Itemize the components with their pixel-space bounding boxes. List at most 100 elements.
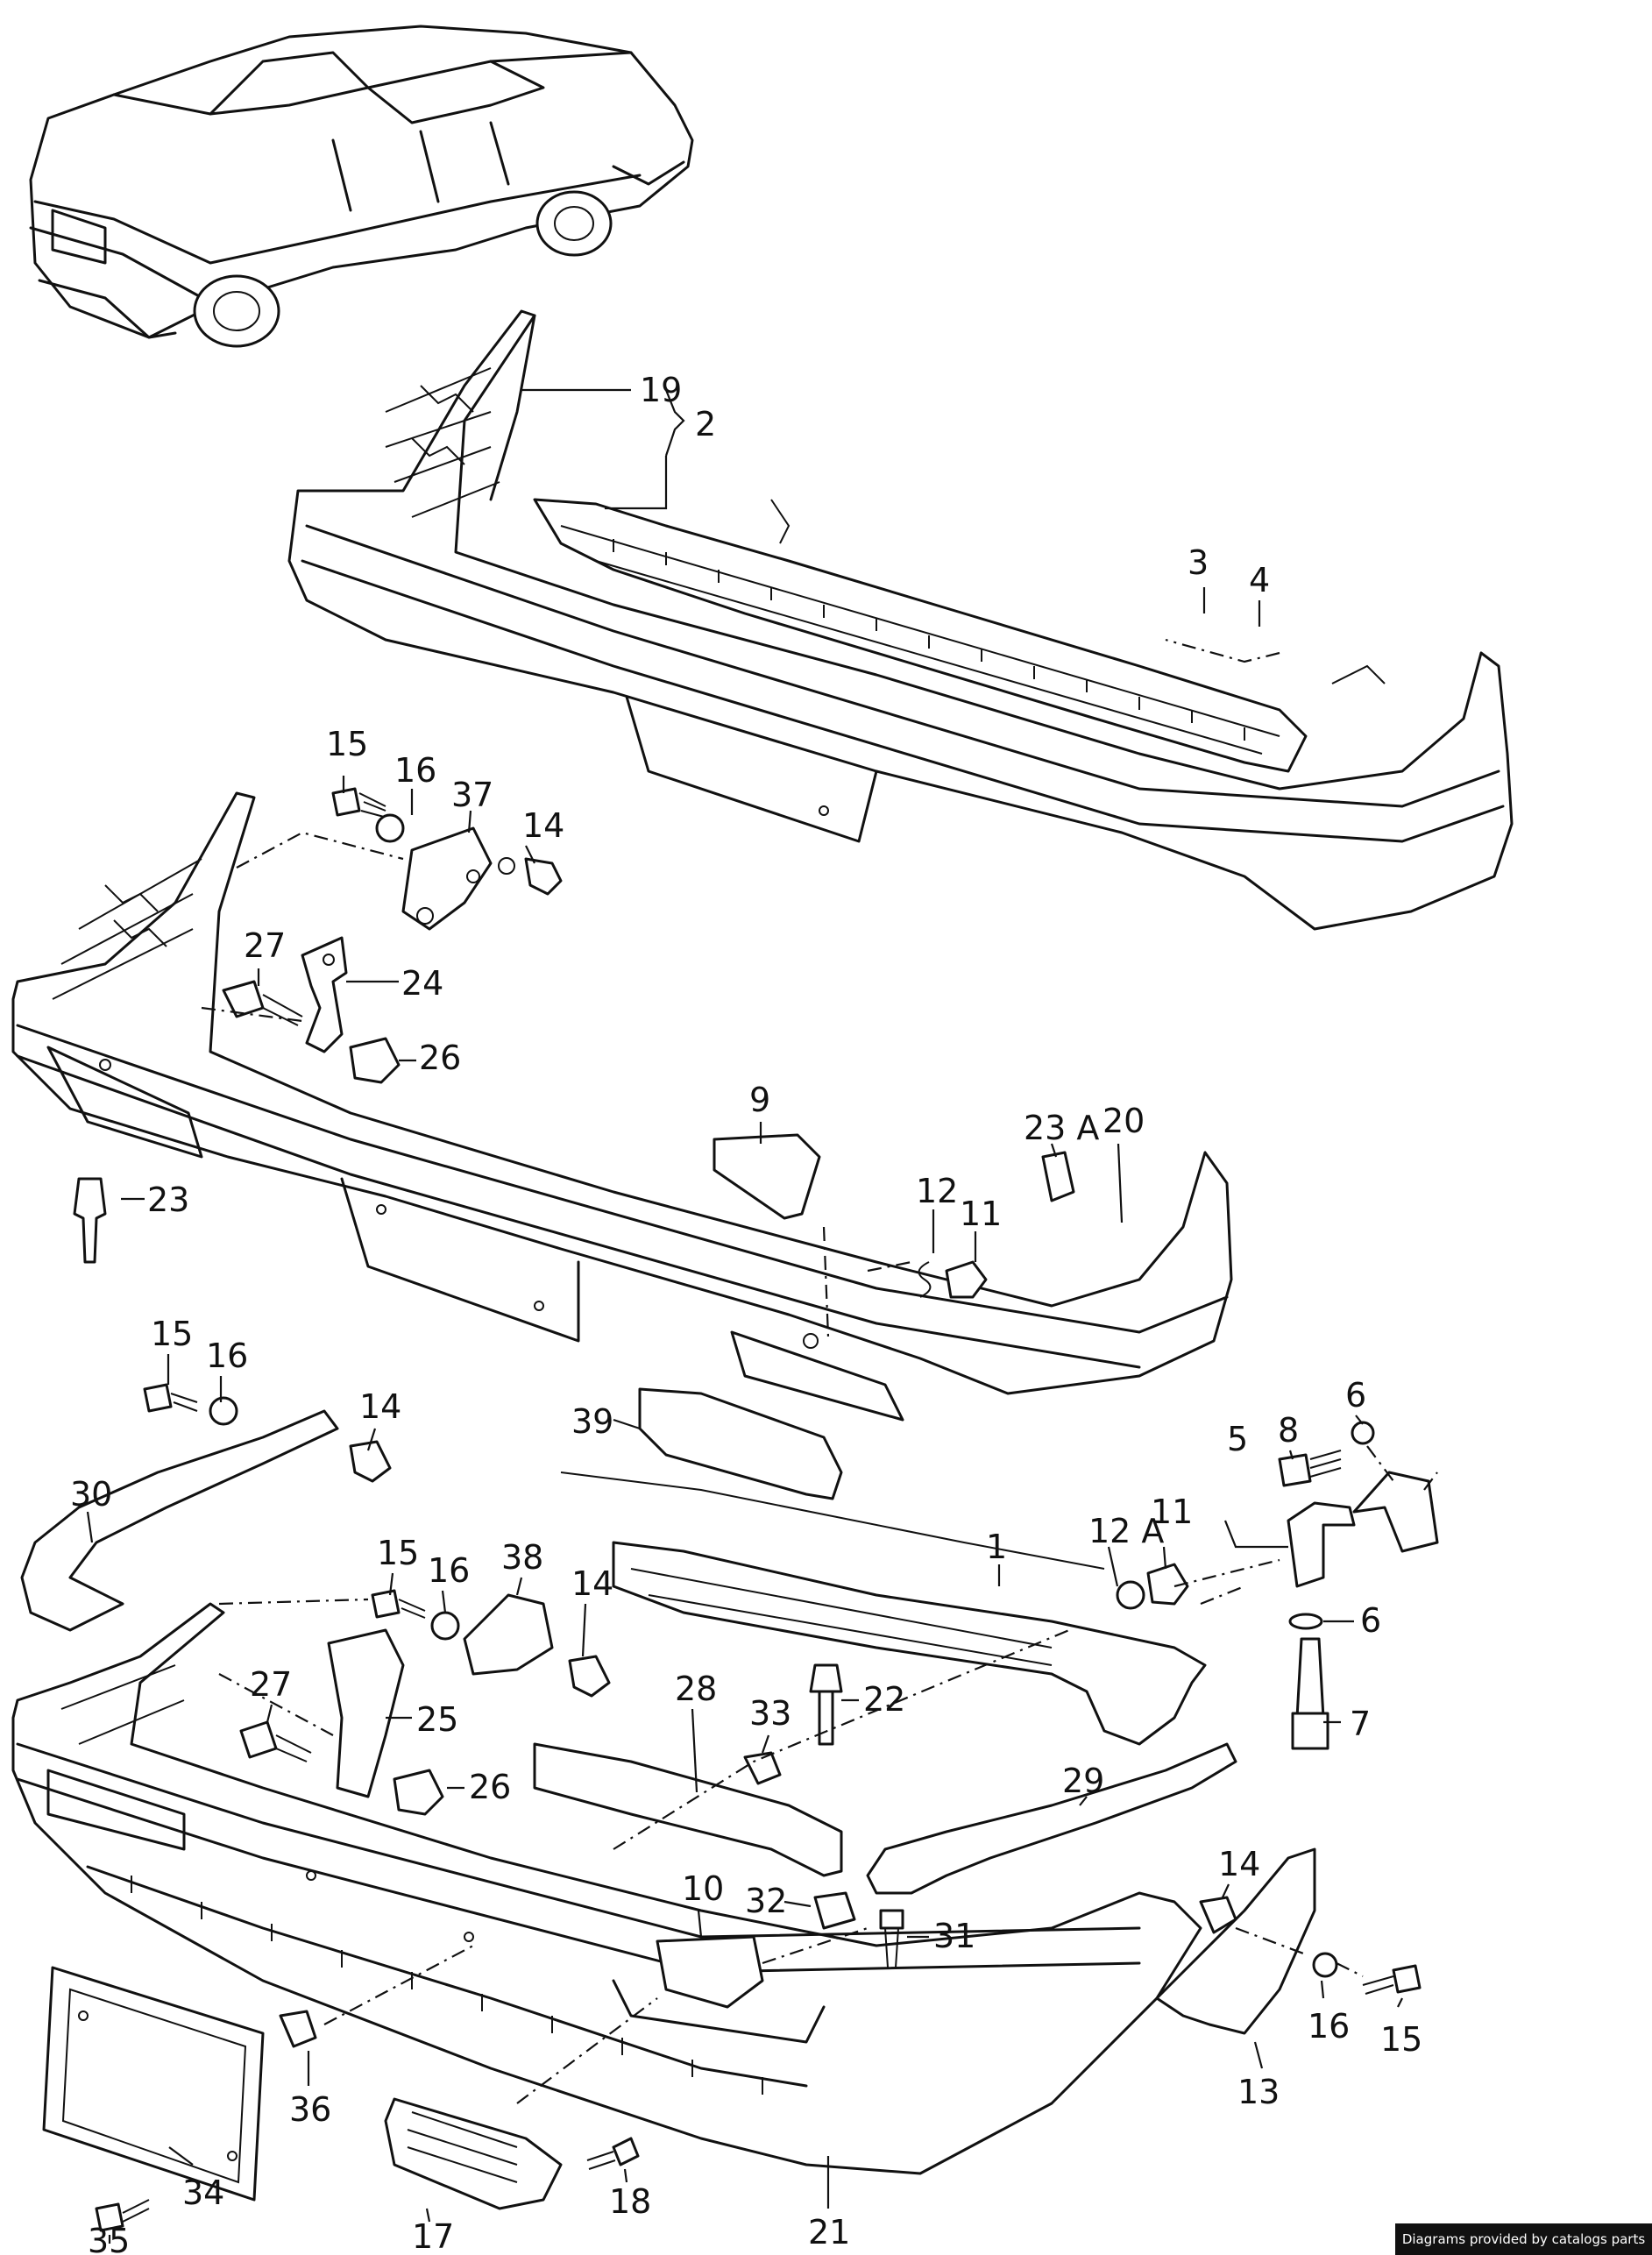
nut-26-upper <box>349 1037 401 1084</box>
label-18: 18 <box>609 2182 651 2221</box>
label-12a: 12 A <box>1088 1512 1164 1550</box>
bracket-25 <box>327 1628 405 1798</box>
label-34: 34 <box>182 2173 224 2212</box>
label-14a: 14 <box>522 806 564 845</box>
bolt-8 <box>1278 1450 1342 1487</box>
screw-31 <box>879 1909 904 1968</box>
label-30: 30 <box>70 1475 112 1514</box>
clip-14-upper <box>498 857 563 896</box>
washer-12a <box>1116 1580 1145 1610</box>
front-bumper-cover <box>11 791 1233 1422</box>
label-27b: 27 <box>250 1665 292 1704</box>
screw-27-lower <box>239 1720 312 1762</box>
plate-34 <box>42 1966 265 2202</box>
clip-33 <box>743 1751 782 1785</box>
light-9 <box>713 1133 821 1220</box>
label-9: 9 <box>749 1081 770 1119</box>
label-4: 4 <box>1249 561 1270 599</box>
diagram-credit-badge: Diagrams provided by catalogs parts <box>1395 2223 1652 2255</box>
label-20: 20 <box>1103 1102 1145 1140</box>
bracket-38 <box>463 1593 554 1676</box>
pin-22 <box>809 1663 843 1746</box>
label-17: 17 <box>412 2217 454 2255</box>
grille-39 <box>638 1387 843 1500</box>
label-16c: 16 <box>428 1551 470 1590</box>
strip-28 <box>533 1742 843 1877</box>
label-6b: 6 <box>1360 1601 1381 1640</box>
label-2: 2 <box>695 405 716 443</box>
screw-15-lower <box>371 1589 426 1619</box>
label-14d: 14 <box>1218 1845 1260 1883</box>
screw-35 <box>95 2199 150 2232</box>
label-33: 33 <box>749 1694 791 1733</box>
label-1: 1 <box>986 1528 1007 1566</box>
nut-11-upper <box>945 1260 988 1299</box>
label-27a: 27 <box>244 926 286 965</box>
label-16b: 16 <box>206 1337 248 1375</box>
washer-6-lower <box>1288 1613 1323 1630</box>
label-39: 39 <box>571 1402 613 1441</box>
screw-27-upper <box>222 980 303 1026</box>
bracket-37 <box>401 826 493 931</box>
clip-36 <box>279 2010 317 2048</box>
label-19: 19 <box>640 371 682 409</box>
leader-lines <box>86 388 1403 2244</box>
label-32: 32 <box>745 1882 787 1920</box>
washer-6-upper <box>1351 1421 1375 1445</box>
screw-15-right <box>1362 1964 1422 1995</box>
clip-14-lower <box>568 1655 611 1698</box>
part-number-labels: 19 2 3 4 15 16 37 14 27 24 26 9 23 A 20 … <box>70 371 1422 2255</box>
alignment-lines <box>201 638 1438 2104</box>
label-12: 12 <box>916 1172 958 1210</box>
label-13: 13 <box>1237 2073 1280 2111</box>
label-31: 31 <box>933 1917 975 1955</box>
label-26b: 26 <box>469 1768 511 1806</box>
lower-bumper-cover <box>11 1602 1202 2175</box>
label-15a: 15 <box>326 725 368 763</box>
trim-29 <box>866 1742 1237 1895</box>
clip-14-mid <box>349 1440 392 1483</box>
label-28: 28 <box>675 1670 717 1708</box>
car-overview-illustration <box>29 25 694 348</box>
label-14c: 14 <box>571 1564 613 1603</box>
bolt-7 <box>1291 1637 1329 1750</box>
label-15c: 15 <box>377 1534 419 1572</box>
label-22: 22 <box>863 1680 905 1719</box>
label-38: 38 <box>501 1538 543 1577</box>
screw-15-upper <box>331 787 386 818</box>
label-15d: 15 <box>1380 2020 1422 2059</box>
label-5: 5 <box>1227 1420 1248 1458</box>
label-11a: 11 <box>960 1195 1002 1233</box>
guard-13 <box>1155 1847 1316 2035</box>
label-25: 25 <box>416 1700 458 1739</box>
label-16d: 16 <box>1308 2007 1350 2046</box>
label-11b: 11 <box>1151 1493 1193 1531</box>
reflector-17 <box>384 2097 563 2210</box>
bracket-24 <box>301 936 348 1053</box>
washer-16-upper <box>375 813 405 843</box>
label-37: 37 <box>451 776 493 814</box>
light-10 <box>656 1935 764 2009</box>
label-23a: 23 A <box>1024 1109 1099 1147</box>
pin-23 <box>73 1177 107 1264</box>
label-24: 24 <box>401 964 443 1003</box>
label-26a: 26 <box>419 1039 461 1077</box>
nut-26-lower <box>393 1769 444 1816</box>
label-14b: 14 <box>359 1387 401 1426</box>
screw-18 <box>586 2137 640 2170</box>
bumper-rail-1 <box>560 1471 1207 1746</box>
label-36: 36 <box>289 2090 331 2129</box>
label-3: 3 <box>1188 543 1209 582</box>
clip-23a <box>1041 1151 1075 1202</box>
upper-bumper-assembly <box>287 309 1514 931</box>
washer-16-mid <box>209 1396 238 1426</box>
label-10: 10 <box>682 1869 724 1908</box>
label-6a: 6 <box>1345 1376 1366 1415</box>
nut-11-lower <box>1146 1563 1189 1606</box>
label-21: 21 <box>808 2213 850 2251</box>
bracket-5 <box>1287 1471 1439 1588</box>
label-16a: 16 <box>394 751 436 790</box>
clip-14-right <box>1199 1896 1237 1934</box>
label-35: 35 <box>88 2222 130 2255</box>
